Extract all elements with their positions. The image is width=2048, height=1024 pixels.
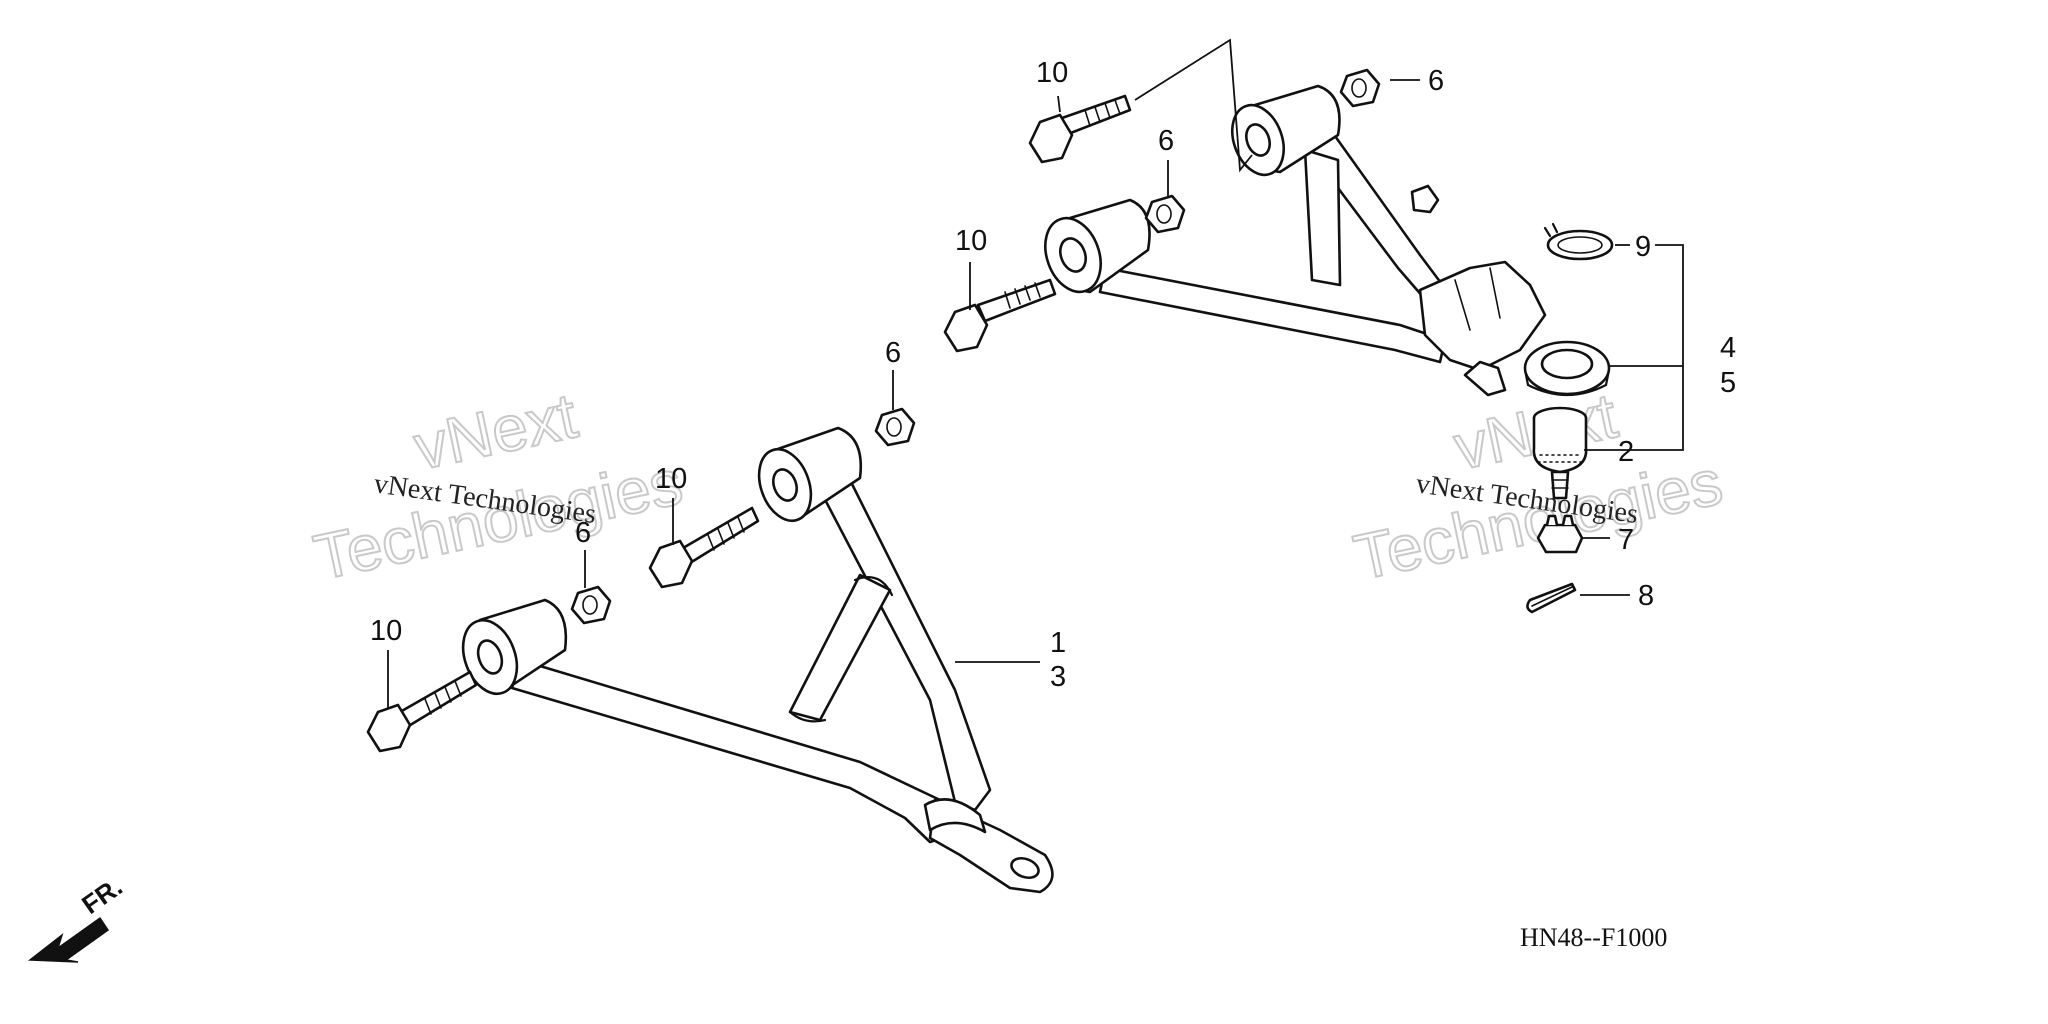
watermark-big-line2: Technologies: [1348, 446, 1728, 594]
lower-arm-brace-weld-low: [788, 710, 827, 723]
nut-body: [1144, 194, 1186, 234]
circlip-inner: [1557, 236, 1603, 254]
nut-upper-right: [1339, 68, 1381, 108]
watermark-big-line2: Technologies: [308, 446, 688, 594]
bolt-upper-top: [1028, 94, 1132, 164]
bolt-upper-left: [943, 278, 1057, 353]
callout-3: 3: [1050, 661, 1066, 693]
callout-6-upper-mid: 6: [1158, 125, 1174, 157]
circlip-ring: [1546, 229, 1614, 261]
upper-arm-rear-tube: [1098, 266, 1447, 364]
nut-hole: [1351, 78, 1367, 98]
ball-joint-thread: [1551, 479, 1569, 489]
callout-6-lower-left: 6: [575, 517, 591, 549]
bolt-lower-left: [366, 670, 478, 753]
callout-8: 8: [1638, 580, 1654, 612]
bolt-head: [366, 703, 412, 753]
bolt-thread: [1084, 99, 1121, 127]
bolt-lower-mid: [648, 506, 760, 589]
callout-10-lower-left: 10: [370, 615, 402, 647]
bolt-shank: [976, 278, 1057, 323]
callout-6-lower-right: 6: [885, 337, 901, 369]
callout-9: 9: [1635, 231, 1651, 263]
callout-10-upper-left: 10: [955, 225, 987, 257]
cotter-pin-split: [1531, 586, 1573, 607]
nut-body: [570, 585, 612, 625]
circlip-ends: [1543, 222, 1559, 238]
diagram-code: HN48--F1000: [1520, 923, 1667, 952]
upper-arm-ball-eye-lip: [1523, 368, 1611, 397]
lower-arm-front-bushing-hole: [772, 468, 798, 502]
callout-5: 5: [1720, 367, 1736, 399]
callout-4: 4: [1720, 332, 1736, 364]
lower-arm-rear-tube: [510, 658, 962, 844]
cotter-pin: [1526, 582, 1577, 614]
bolt-thread: [424, 680, 462, 715]
lower-arm-brace: [788, 573, 892, 722]
ball-joint-texture: [1537, 454, 1583, 463]
ball-joint-stud: [1550, 470, 1570, 500]
callout-10-upper-top: 10: [1036, 57, 1068, 89]
watermark-big-line1: vNext: [408, 379, 583, 483]
ball-joint: [1532, 406, 1588, 500]
castle-nut-crown: [1545, 514, 1575, 527]
lower-arm-rear-bushing-hole: [476, 639, 504, 675]
upper-arm-tab: [1463, 360, 1507, 397]
ball-joint-boot: [1532, 416, 1588, 474]
bolt-head: [648, 539, 694, 589]
lower-arm-brace-weld: [853, 576, 894, 597]
lower-arm: [461, 426, 1054, 894]
bolt-head: [1028, 113, 1074, 164]
nut-upper-mid: [1144, 194, 1186, 234]
front-arrow-icon: [27, 916, 110, 963]
callout-2: 2: [1618, 436, 1634, 468]
bolt-head: [943, 303, 989, 353]
callout-7: 7: [1618, 524, 1634, 556]
callout-10-lower-mid: 10: [655, 463, 687, 495]
upper-arm: [1044, 84, 1611, 397]
upper-arm-rear-bushing-hole: [1059, 237, 1087, 273]
nut-hole: [886, 417, 902, 437]
upper-arm-clip: [1410, 184, 1440, 214]
castle-nut-body: [1536, 523, 1584, 554]
leader-10-upper-top: [1057, 95, 1061, 113]
front-marker-label: FR.: [76, 871, 128, 920]
upper-arm-ball-eye-hole: [1540, 348, 1594, 380]
upper-arm-bracket: [1418, 260, 1547, 372]
bolt-thread: [1004, 282, 1041, 309]
leader-10-upper-top-route: [1134, 38, 1253, 173]
nut-body: [874, 407, 916, 447]
lower-arm-ball-end-hole: [1010, 856, 1040, 880]
upper-arm-bracket-detail: [1454, 267, 1501, 331]
leader-bracket-2-4-5-9: [1610, 244, 1684, 451]
nut-body: [1339, 68, 1381, 108]
upper-arm-brace: [1303, 148, 1342, 287]
circlip: [1543, 222, 1614, 261]
bolt-thread: [707, 516, 745, 551]
leader-lines: [387, 38, 1684, 708]
nut-lower-left: [570, 585, 612, 625]
castle-nut: [1536, 514, 1584, 554]
lower-arm-sleeve: [923, 798, 987, 834]
upper-arm-front-bushing-hole: [1245, 123, 1271, 157]
callouts: 10 6 6 10 9 4 5 2 7 8 6 10 6 10 1 3: [370, 57, 1736, 693]
front-direction-marker: FR.: [27, 871, 128, 963]
bolt-shank: [1060, 94, 1132, 136]
callout-6-upper-right: 6: [1428, 65, 1444, 97]
nut-hole: [582, 595, 598, 615]
nut-hole: [1156, 204, 1172, 224]
callout-1: 1: [1050, 627, 1066, 659]
nut-lower-right: [874, 407, 916, 447]
